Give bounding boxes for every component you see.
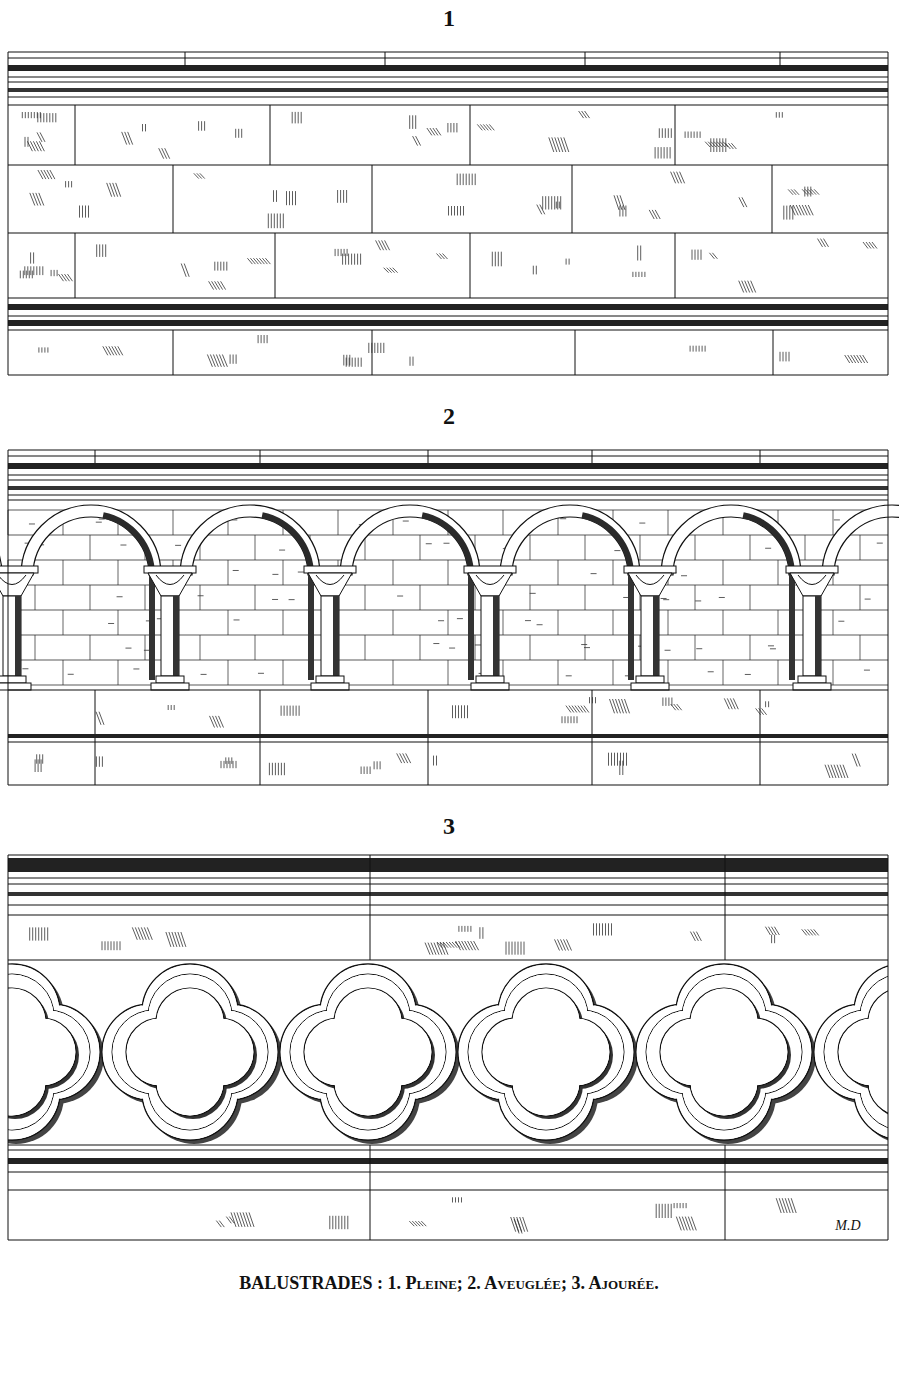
column bbox=[144, 566, 196, 690]
column bbox=[786, 566, 838, 690]
quatrefoil bbox=[280, 964, 460, 1144]
blind-balustrade bbox=[0, 450, 899, 785]
column bbox=[304, 566, 356, 690]
quatrefoil bbox=[814, 964, 888, 1144]
signature: M.D bbox=[835, 1218, 860, 1234]
column bbox=[624, 566, 676, 690]
quatrefoil bbox=[102, 964, 282, 1144]
pierced-balustrade bbox=[0, 855, 899, 1240]
column bbox=[464, 566, 516, 690]
column bbox=[0, 566, 38, 690]
panel-number: 2 bbox=[443, 402, 455, 430]
panel-number: 3 bbox=[443, 812, 455, 840]
plain-balustrade bbox=[8, 52, 888, 375]
caption: BALUSTRADES : 1. Pleine; 2. Aveuglée; 3.… bbox=[239, 1272, 658, 1294]
quatrefoil bbox=[458, 964, 638, 1144]
quatrefoil bbox=[8, 964, 104, 1144]
quatrefoil bbox=[636, 964, 816, 1144]
panel-number: 1 bbox=[443, 4, 455, 32]
